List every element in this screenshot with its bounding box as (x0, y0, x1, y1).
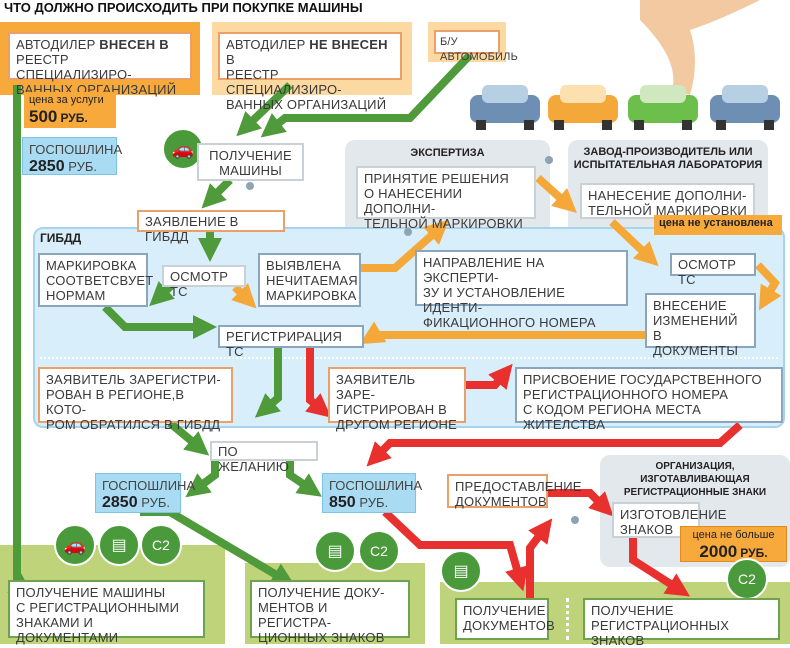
arrow (236, 82, 293, 137)
marking-ok-box: МАРКИРОВКА СООТВЕТСВУЕТ НОРМАМ (38, 253, 153, 307)
dealer-registered-box: АВТОДИЛЕР ВНЕСЕН В РЕЕСТР СПЕЦИАЛИЗИРО- … (8, 32, 192, 95)
cars-illustration (470, 0, 780, 130)
arrow (185, 460, 219, 498)
arrow (254, 347, 282, 418)
arrow (629, 537, 691, 597)
marking-bad-box: ВЫЯВЛЕНА НЕЧИТАЕМАЯ МАРКИРОВКА (258, 253, 361, 307)
expertise-box: ПРИНЯТИЕ РЕШЕНИЯ О НАНЕСЕНИИ ДОПОЛНИ- ТЕ… (356, 166, 536, 231)
same-region-box: ЗАЯВИТЕЛЬ ЗАРЕГИСТРИ- РОВАН В РЕГИОНЕ,В … (38, 367, 233, 432)
license-plate-icon: C2 (358, 530, 400, 572)
car-icon (548, 85, 618, 130)
other-region-box: ЗАЯВИТЕЛЬ ЗАРЕ- ГИСТРИРОВАН В ДРУГОМ РЕГ… (328, 367, 466, 432)
runner-icon (404, 228, 412, 236)
fee-value: 2850 (29, 158, 65, 175)
inspection-box: ОСМОТР ТС (162, 265, 246, 299)
arrow (201, 177, 233, 209)
arrow (360, 220, 449, 272)
document-icon: ▤ (98, 524, 140, 566)
license-plate-icon: C2 (726, 558, 768, 600)
price-unit: РУБ. (60, 111, 88, 125)
document-icon: ▤ (440, 550, 482, 592)
arrow (382, 509, 529, 592)
factory-header: ЗАВОД-ПРОИЗВОДИТЕЛЬ ИЛИ ИСПЫТАТЕЛЬНАЯ ЛА… (573, 146, 763, 171)
separator (566, 598, 569, 640)
car-icon: 🚗 (54, 524, 96, 566)
arrow (548, 489, 614, 517)
result-plates: ПОЛУЧЕНИЕ РЕГИСТРАЦИОННЫХ ЗНАКОВ (583, 598, 780, 648)
price-value: 2000 (699, 542, 738, 561)
fee-label: ГОСПОШЛИНА (102, 478, 196, 493)
receive-car-box: ПОЛУЧЕНИЕ МАШИНЫ (197, 143, 304, 181)
provide-docs-box: ПРЕДОСТАВЛЕНИЕ ДОКУМЕНТОВ (447, 474, 581, 509)
arrow (535, 175, 577, 214)
fee-value: 2850 (102, 494, 138, 511)
fee-unit: РУБ. (68, 159, 98, 174)
application-box: ЗАЯВЛЕНИЕ В ГИБДД (137, 210, 285, 244)
doc-changes-box: ВНЕСЕНИЕ ИЗМЕНЕНИЙ В ДОКУМЕНТЫ (645, 293, 756, 358)
arrow (231, 283, 257, 309)
document-icon: ▤ (314, 530, 356, 572)
result-docs: ПОЛУЧЕНИЕ ДОКУМЕНТОВ (455, 598, 555, 640)
text: АВТОДИЛЕР (226, 37, 310, 52)
car-icon (710, 85, 780, 130)
infographic-title: ЧТО ДОЛЖНО ПРОИСХОДИТЬ ПРИ ПОКУПКЕ МАШИН… (4, 0, 363, 15)
text-bold: НЕ ВНЕСЕН (309, 37, 388, 52)
referral-box: НАПРАВЛЕНИЕ НА ЭКСПЕРТИ- ЗУ И УСТАНОВЛЕН… (415, 250, 628, 330)
arrow (609, 219, 659, 267)
optional-box: ПО ЖЕЛАНИЮ (210, 441, 318, 474)
result-car-plates-docs: ПОЛУЧЕНИЕ МАШИНЫ С РЕГИСТРАЦИОННЫМИ ЗНАК… (8, 580, 205, 645)
price-value: 500 (29, 107, 58, 126)
text: В РЕЕСТР СПЕЦИАЛИЗИРО- ВАННЫХ ОРГАНИЗАЦИ… (226, 52, 387, 112)
fee-label: ГОСПОШЛИНА (29, 142, 123, 157)
text: АВТОДИЛЕР (16, 37, 100, 52)
arrow (167, 419, 210, 456)
price-unit: РУБ. (740, 546, 768, 560)
runner-icons (246, 156, 579, 524)
arrow (102, 304, 217, 339)
used-car-box: Б/У АВТОМОБИЛЬ (434, 30, 518, 63)
factory-price-tag: цена не установлена (654, 215, 782, 235)
price-label: цена не больше (692, 529, 775, 541)
arrow (755, 262, 782, 311)
text-bold: ВНЕСЕН В (99, 37, 169, 52)
arrow (260, 52, 473, 138)
arrow (305, 347, 332, 418)
inspection-2-box: ОСМОТР ТС (670, 253, 756, 287)
plates-org-header: ОРГАНИЗАЦИЯ, ИЗГОТАВЛИВАЮЩАЯ РЕГИСТРАЦИО… (623, 461, 767, 498)
expertise-header: ЭКСПЕРТИЗА (410, 147, 485, 159)
price-label: цена за услуги (29, 94, 104, 106)
car-icon (470, 85, 540, 130)
result-docs-plates: ПОЛУЧЕНИЕ ДОКУ- МЕНТОВ И РЕГИСТРА- ЦИОНН… (250, 580, 410, 645)
arrow (359, 321, 645, 345)
arrow (149, 281, 175, 307)
runner-icon (246, 182, 254, 190)
arrow (465, 363, 513, 390)
runner-icon (545, 156, 553, 164)
assign-number-box: ПРИСВОЕНИЕ ГОСУДАРСТВЕННОГО РЕГИСТРАЦИОН… (515, 367, 783, 432)
registration-box: РЕГИСТРИРАЦИЯ ТС (218, 325, 364, 359)
divider (40, 357, 778, 359)
car-icon (628, 85, 698, 130)
runner-icon (571, 516, 579, 524)
plates-making-box: ИЗГОТОВЛЕНИЕ ЗНАКОВ (612, 502, 726, 538)
factory-box: НАНЕСЕНИЕ ДОПОЛНИ- ТЕЛЬНОЙ МАРКИРОВКИ (580, 183, 755, 219)
fee-unit: РУБ. (359, 495, 389, 510)
fee-value: 850 (329, 494, 356, 511)
hand-icon (640, 0, 760, 95)
arrow (366, 422, 743, 467)
arrow (286, 460, 322, 497)
text: РЕЕСТР СПЕЦИАЛИЗИРО- ВАННЫХ ОРГАНИЗАЦИЙ (16, 52, 177, 97)
license-plate-icon: C2 (140, 524, 182, 566)
gibdd-header: ГИБДД (40, 231, 82, 245)
dealer-not-registered-box: АВТОДИЛЕР НЕ ВНЕСЕН В РЕЕСТР СПЕЦИАЛИЗИР… (218, 32, 402, 112)
arrow (526, 518, 553, 598)
fee-unit: РУБ. (141, 495, 171, 510)
fee-label: ГОСПОШЛИНА (329, 478, 423, 493)
